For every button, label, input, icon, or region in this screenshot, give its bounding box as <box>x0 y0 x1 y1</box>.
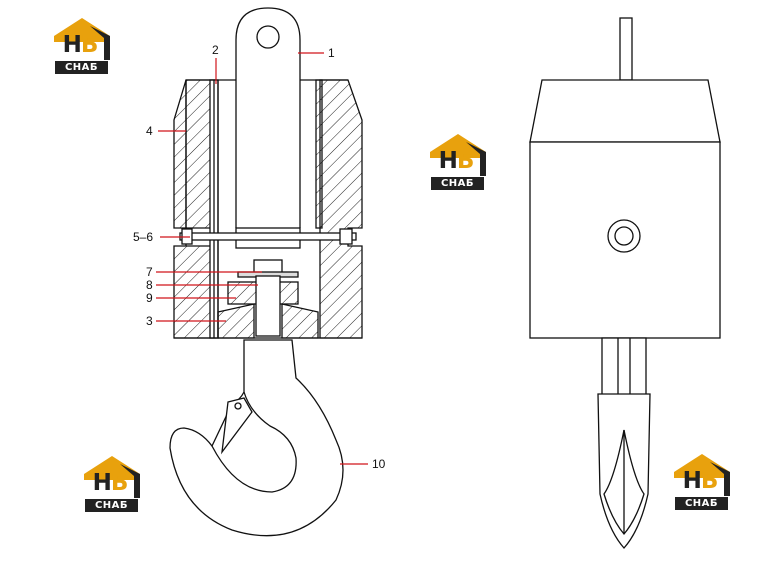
lifting-rod <box>619 17 633 81</box>
logo-monogram: HБ <box>682 468 719 494</box>
callout-7: 7 <box>146 265 153 279</box>
housing-left-upper <box>173 79 187 229</box>
logo-wordmark: CHAБ <box>431 177 484 190</box>
hook-body <box>169 339 344 537</box>
eye-bolt <box>235 7 301 228</box>
logo-wordmark: CHAБ <box>55 61 108 74</box>
section-view <box>169 7 363 537</box>
safety-latch <box>221 397 253 455</box>
callout-9: 9 <box>146 291 153 305</box>
pin-head-inner <box>614 226 634 246</box>
hook-shank-side <box>601 337 647 399</box>
logo-monogram: HБ <box>62 32 99 58</box>
brand-logo: HБ CHAБ <box>52 16 114 78</box>
block-top <box>529 79 721 143</box>
brand-logo: HБ CHAБ <box>82 454 144 516</box>
callout-5-6: 5–6 <box>133 230 153 244</box>
leader-lines <box>156 52 368 465</box>
house-mark-icon <box>430 134 486 176</box>
callout-1: 1 <box>328 46 335 60</box>
house-mark-icon <box>84 456 140 498</box>
bushing <box>217 303 255 339</box>
housing-right-wall <box>319 79 363 339</box>
house-mark-icon <box>674 454 730 496</box>
cross-pin <box>179 232 357 241</box>
brand-logo: HБ CHAБ <box>428 132 490 194</box>
callout-3: 3 <box>146 314 153 328</box>
callout-labels: 1 2 4 5–6 7 8 9 3 10 <box>133 43 386 471</box>
brand-logo: HБ CHAБ <box>672 452 734 514</box>
logo-wordmark: CHAБ <box>675 497 728 510</box>
house-mark-icon <box>54 18 110 60</box>
logo-monogram: HБ <box>92 470 129 496</box>
callout-2: 2 <box>212 43 219 57</box>
callout-4: 4 <box>146 124 153 138</box>
eye-hole <box>256 25 280 49</box>
logo-wordmark: CHAБ <box>85 499 138 512</box>
logo-monogram: HБ <box>438 148 475 174</box>
callout-10: 10 <box>372 457 386 471</box>
external-view <box>529 17 721 549</box>
callout-8: 8 <box>146 278 153 292</box>
